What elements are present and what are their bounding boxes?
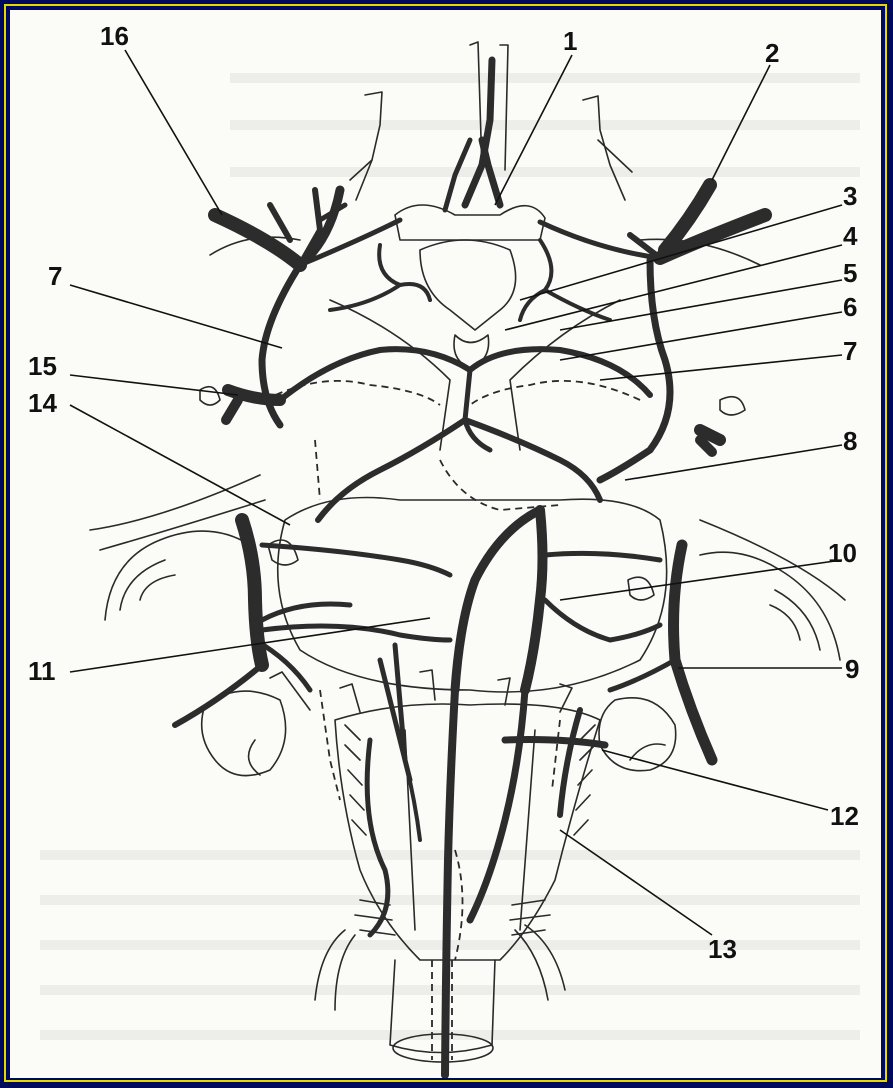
label-8: 8: [843, 426, 857, 456]
label-1: 1: [563, 26, 577, 56]
label-7-left: 7: [48, 261, 62, 291]
leader-lines: [70, 50, 842, 935]
label-9: 9: [845, 654, 859, 684]
label-3: 3: [843, 181, 857, 211]
label-2: 2: [765, 38, 779, 68]
label-13: 13: [708, 934, 737, 964]
label-11: 11: [28, 656, 56, 686]
label-7-right: 7: [843, 336, 857, 366]
brainstem-arterial-diagram: 1 2 3 4 5 6 7 8 10 9 12 13 16 7 15 14 11: [10, 10, 881, 1078]
label-4: 4: [843, 221, 858, 251]
label-6: 6: [843, 292, 857, 322]
number-labels: 1 2 3 4 5 6 7 8 10 9 12 13 16 7 15 14 11: [28, 21, 859, 964]
label-16: 16: [100, 21, 129, 51]
label-15: 15: [28, 351, 57, 381]
label-14: 14: [28, 388, 57, 418]
label-10: 10: [828, 538, 857, 568]
figure-sheet: 1 2 3 4 5 6 7 8 10 9 12 13 16 7 15 14 11: [10, 10, 881, 1078]
label-5: 5: [843, 258, 857, 288]
label-12: 12: [830, 801, 859, 831]
arteries: [175, 60, 765, 1075]
